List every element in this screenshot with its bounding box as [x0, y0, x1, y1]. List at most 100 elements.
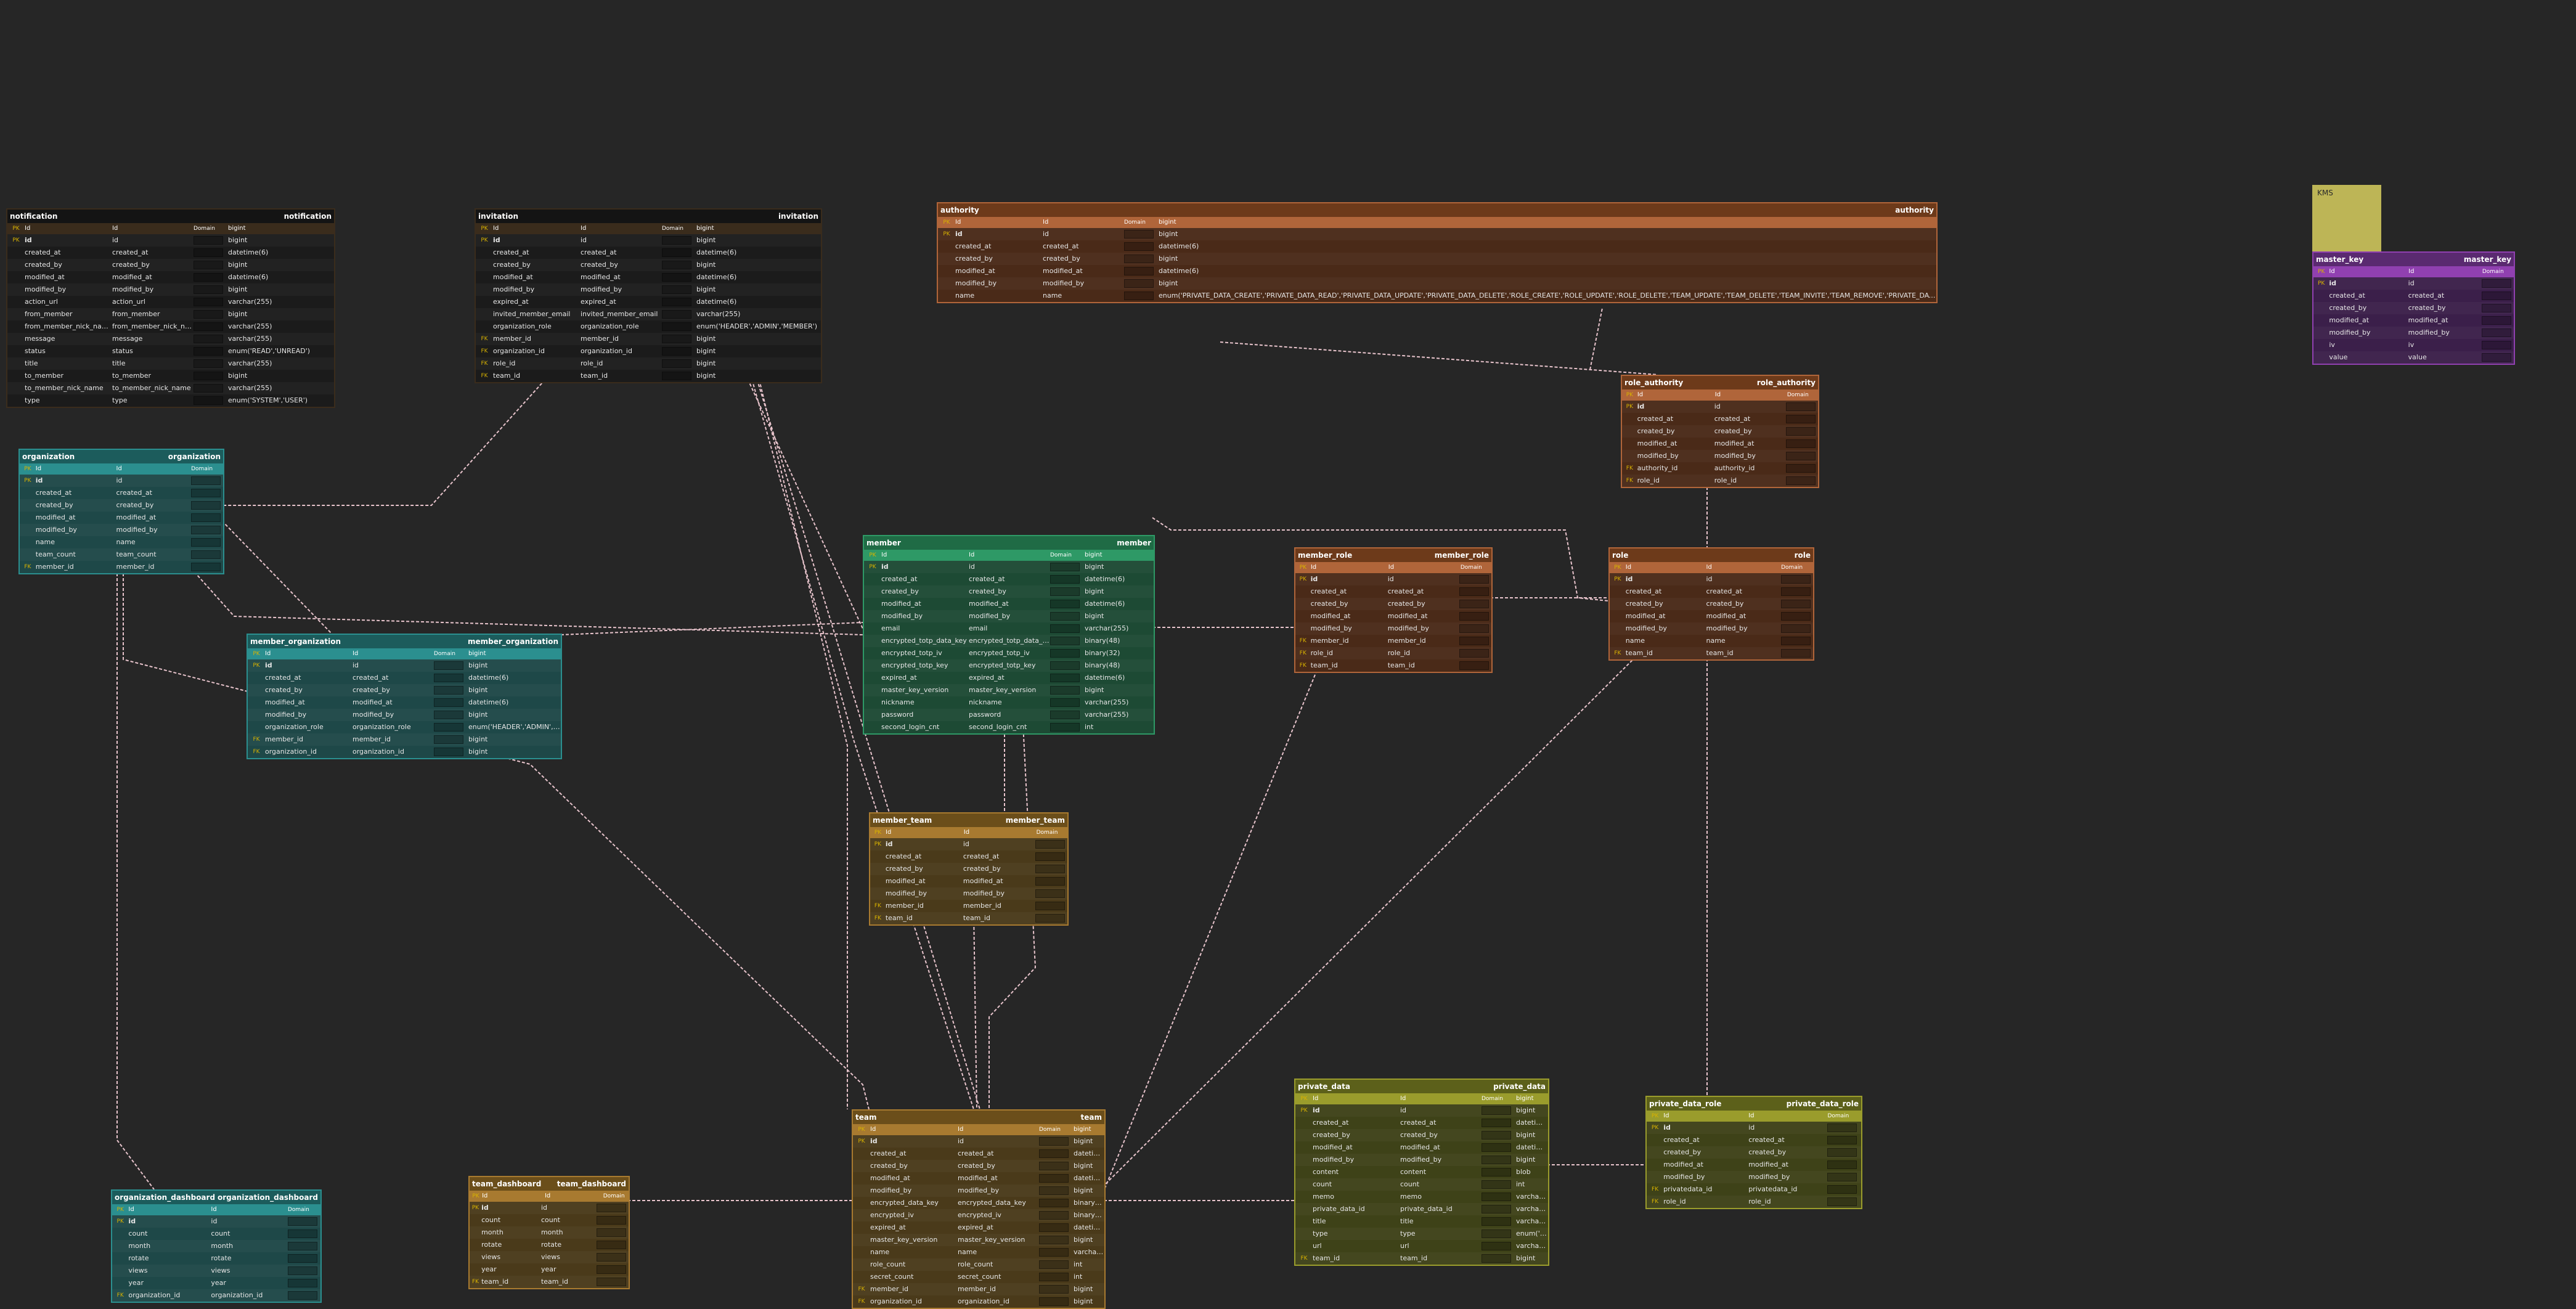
column-row[interactable]: viewsviewsint — [470, 1251, 629, 1263]
relationship-role-authority-authority[interactable] — [1220, 341, 1658, 375]
column-row[interactable]: valuevaluevarbinary(32) — [2313, 351, 2514, 364]
column-row[interactable]: yearyearsmallint — [470, 1263, 629, 1276]
relationship-member-team-team[interactable] — [973, 911, 977, 1110]
relationship-invitation-team-2[interactable] — [755, 374, 980, 1110]
column-row[interactable]: ivivvarbinary(16) — [2313, 339, 2514, 351]
column-row[interactable]: rotaterotateint — [112, 1252, 320, 1265]
column-row[interactable]: monthmonthtinyint — [470, 1226, 629, 1239]
table-role[interactable]: rolerolePKIdIdDomainbigintPKididbigintcr… — [1608, 547, 1814, 661]
column-row[interactable]: viewsviewsint — [112, 1265, 320, 1277]
relationship-invitation-member[interactable] — [750, 374, 974, 1110]
table-organization[interactable]: organizationorganizationPKIdIdDomainbigi… — [18, 449, 224, 574]
relationship-invitation-member-2[interactable] — [745, 374, 863, 629]
relationship-organization-member-organization[interactable] — [221, 520, 333, 635]
relationship-member-member-organization[interactable] — [560, 622, 863, 635]
relationship-organization-member[interactable] — [190, 568, 863, 635]
table-member-team[interactable]: member_teammember_teamPKIdIdDomainbigint… — [869, 812, 1069, 926]
memo-kms[interactable]: KMS — [2312, 185, 2381, 251]
